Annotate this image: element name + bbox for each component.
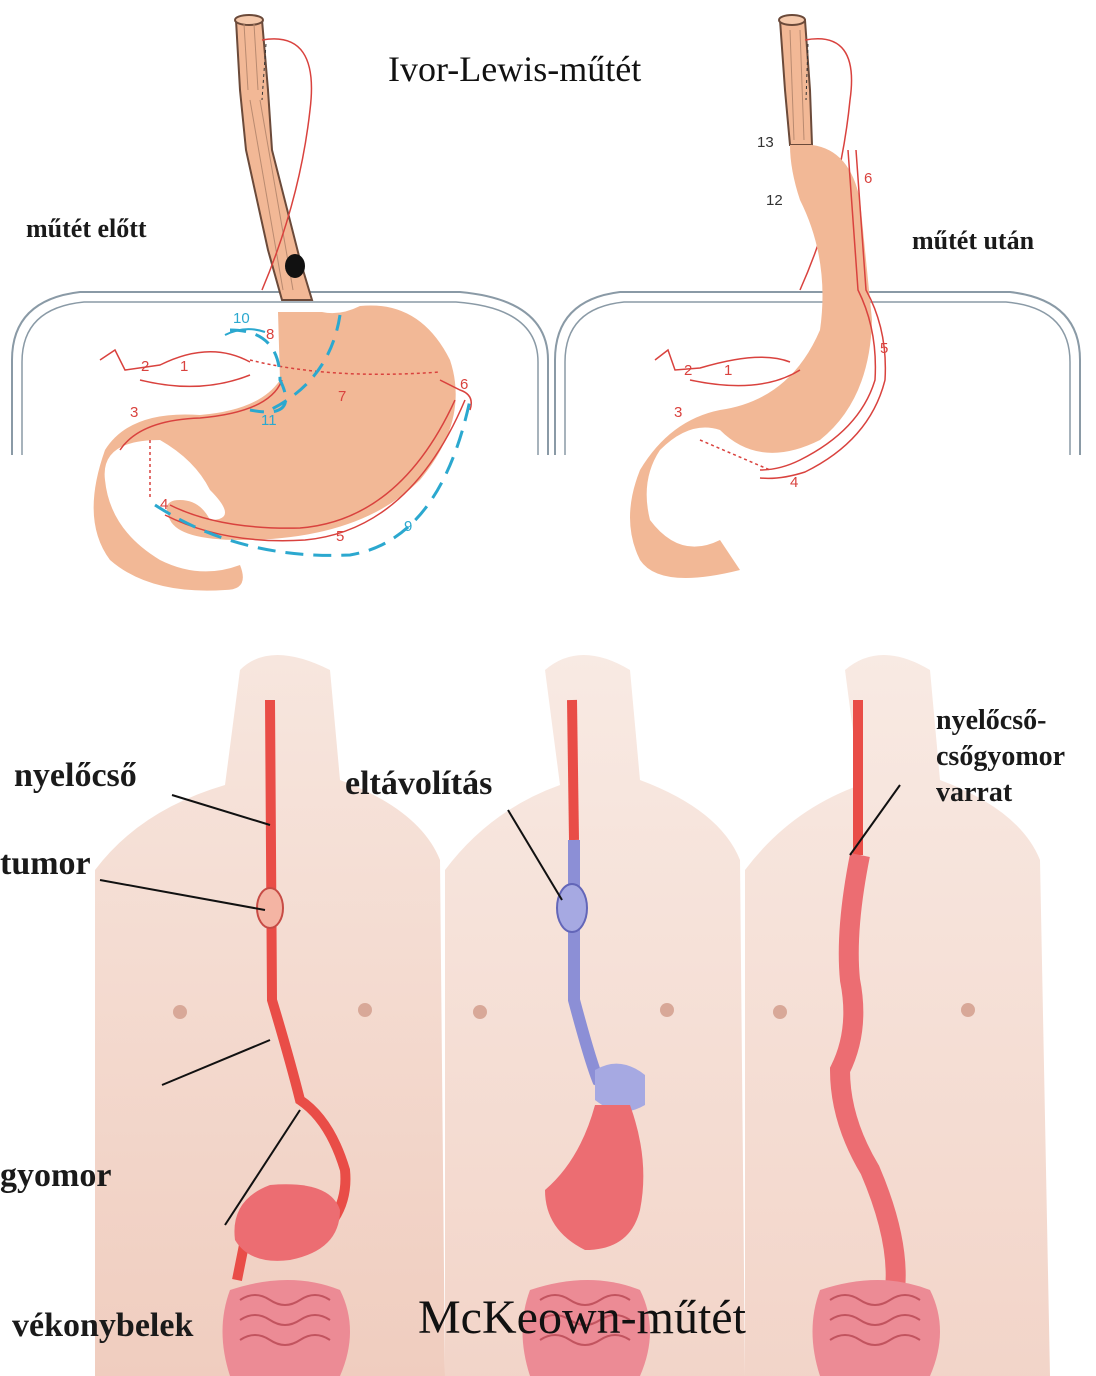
- label-tumor: tumor: [0, 845, 91, 883]
- vessel-number-2-right: 2: [684, 362, 692, 379]
- vessel-number-4-left: 4: [160, 496, 168, 513]
- label-anastomosis-line2: csőgyomor: [936, 741, 1065, 773]
- vessel-number-3-right: 3: [674, 404, 682, 421]
- vessel-number-5-right: 5: [880, 340, 888, 357]
- gastric-conduit-right: [630, 145, 885, 578]
- label-esophagus: nyelőcső: [14, 757, 137, 795]
- segment-number-12-right: 12: [766, 192, 783, 209]
- stomach-left: [94, 305, 472, 590]
- vessel-number-7-left: 7: [338, 388, 346, 405]
- torso-removal: [445, 655, 745, 1376]
- ivor-lewis-title: Ivor-Lewis-műtét: [388, 48, 641, 90]
- vessel-number-1-left: 1: [180, 358, 188, 375]
- region-number-9-left: 9: [404, 518, 412, 535]
- before-surgery-label: műtét előtt: [26, 214, 147, 244]
- vessel-number-6-right: 6: [864, 170, 872, 187]
- vessel-number-2-left: 2: [141, 358, 149, 375]
- label-stomach: gyomor: [0, 1157, 111, 1195]
- label-removal: eltávolítás: [345, 765, 492, 803]
- torso-before: [95, 655, 445, 1376]
- label-anastomosis-line3: varrat: [936, 777, 1012, 809]
- mckeown-title: McKeown-műtét: [418, 1290, 746, 1345]
- vessel-number-6-left: 6: [460, 376, 468, 393]
- region-number-11-left: 11: [261, 412, 277, 429]
- region-number-10-left: 10: [233, 310, 250, 327]
- segment-number-13-right: 13: [757, 134, 774, 151]
- vessel-number-5-left: 5: [336, 528, 344, 545]
- esophagus-left: [235, 15, 312, 300]
- vessel-number-8-left: 8: [266, 326, 274, 343]
- vessel-number-4-right: 4: [790, 474, 798, 491]
- after-surgery-label: műtét után: [912, 226, 1034, 256]
- label-small-intestines: vékonybelek: [12, 1307, 193, 1345]
- label-anastomosis-line1: nyelőcső-: [936, 705, 1046, 737]
- mckeown-illustration: [0, 600, 1096, 1376]
- vessel-number-3-left: 3: [130, 404, 138, 421]
- vessel-number-1-right: 1: [724, 362, 732, 379]
